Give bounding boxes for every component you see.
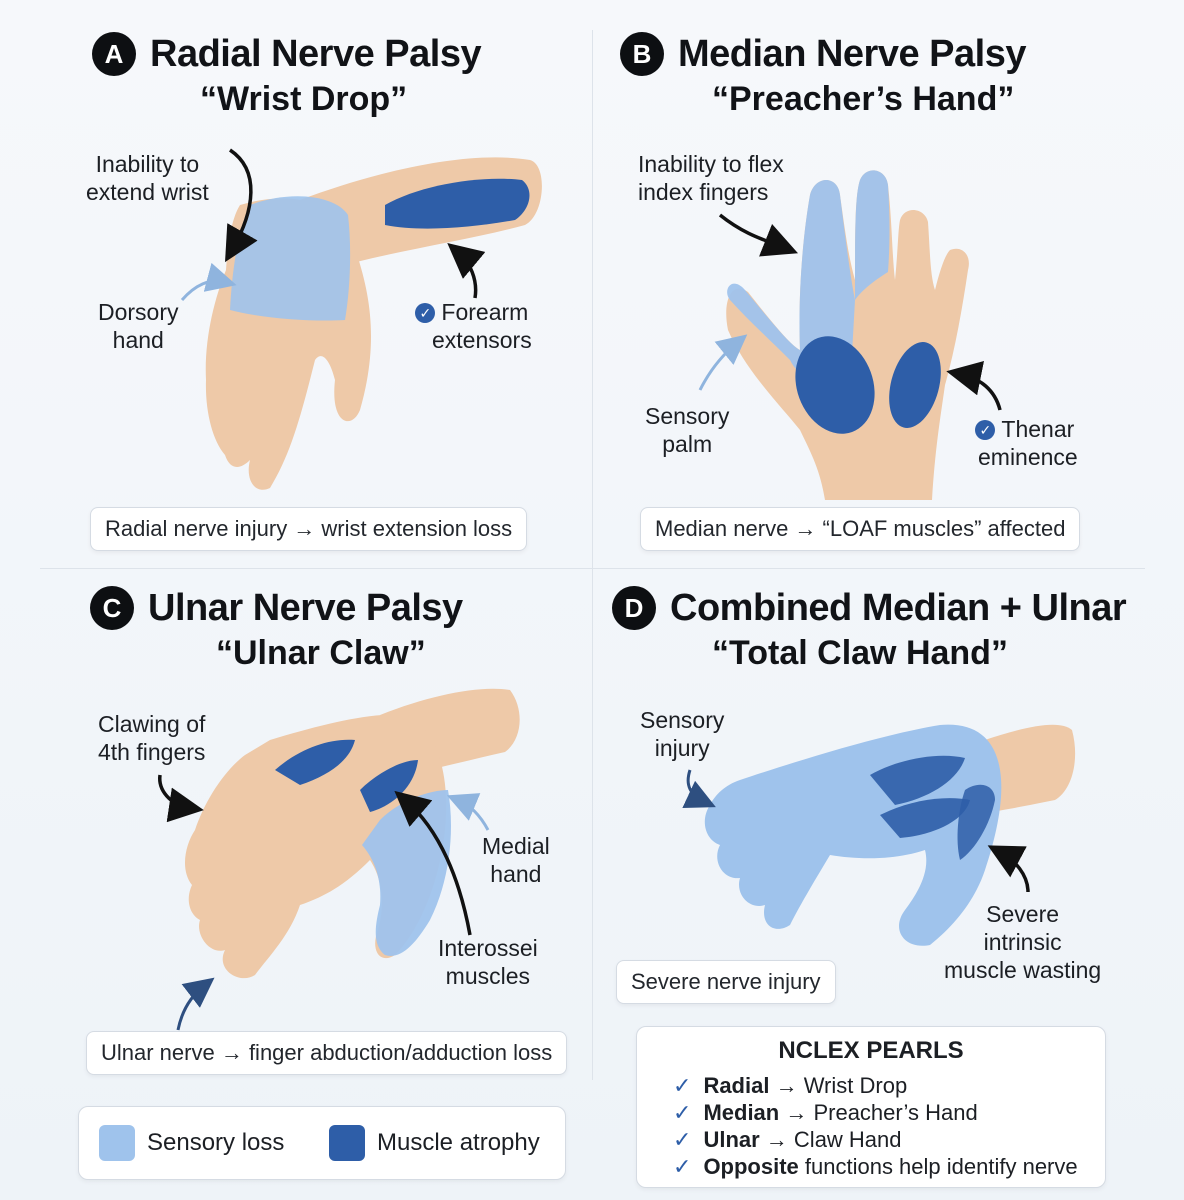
pearl-item: ✓Opposite functions help identify nerve: [673, 1154, 1078, 1179]
median-thenar-atrophy-1: [795, 336, 875, 434]
horizontal-divider: [40, 568, 1145, 569]
ulnar-medial-sensory: [362, 790, 451, 956]
check-mark-icon: ✓: [673, 1154, 692, 1179]
check-circle-icon: ✓: [415, 303, 436, 323]
panel-a-title: A Radial Nerve Palsy: [92, 32, 482, 76]
panel-d-label-sensory-injury: Sensory injury: [640, 707, 725, 761]
ulnar-hand-illustration: [158, 688, 520, 1031]
ulnar-interossei-atrophy-2: [360, 760, 418, 812]
panel-b-title: B Median Nerve Palsy: [620, 32, 1026, 76]
total-claw-atrophy-2: [880, 798, 970, 838]
check-mark-icon: ✓: [673, 1073, 692, 1098]
nclex-pearls-title: NCLEX PEARLS: [778, 1037, 964, 1064]
panel-b-label-inability: Inability to flex index fingers: [638, 151, 784, 205]
pearl-item: ✓Ulnar → Claw Hand: [673, 1127, 902, 1152]
panel-d-caption: Severe nerve injury: [616, 960, 836, 1004]
total-claw-hand-illustration: [682, 724, 1076, 946]
legend: Sensory loss Muscle atrophy: [78, 1106, 566, 1180]
panel-a-letter-badge: A: [92, 32, 136, 76]
total-claw-atrophy-3: [957, 784, 995, 860]
check-circle-icon: ✓: [975, 420, 996, 440]
pearl-item: ✓Median → Preacher’s Hand: [673, 1100, 978, 1125]
panel-a-label-dorsory: Dorsory hand: [98, 299, 179, 353]
panel-c-caption: Ulnar nerve → finger abduction/adduction…: [86, 1031, 568, 1075]
panel-c-label-interossei: Interossei muscles: [438, 935, 538, 989]
panel-c-label-medial: Medial hand: [482, 833, 550, 887]
muscle-atrophy-swatch: [329, 1125, 365, 1161]
panel-b-label-thenar: ✓Thenar eminence: [972, 415, 1078, 471]
sensory-loss-swatch: [99, 1125, 135, 1161]
panel-d-label-severe-wasting: Severe intrinsic muscle wasting: [944, 901, 1102, 983]
panel-d-title-text: Combined Median + Ulnar: [670, 586, 1127, 629]
radial-forearm-extensor-atrophy: [385, 178, 530, 229]
panel-a-label-forearm: ✓Forearm extensors: [412, 298, 532, 354]
panel-b-letter-badge: B: [620, 32, 664, 76]
muscle-atrophy-label: Muscle atrophy: [377, 1129, 540, 1156]
vertical-divider: [592, 30, 593, 1080]
panel-a-title-text: Radial Nerve Palsy: [150, 32, 482, 75]
check-mark-icon: ✓: [673, 1100, 692, 1125]
panel-c-title-text: Ulnar Nerve Palsy: [148, 586, 463, 629]
panel-b-title-text: Median Nerve Palsy: [678, 32, 1026, 75]
panel-a-label-inability: Inability to extend wrist: [86, 151, 209, 205]
panel-c-title: C Ulnar Nerve Palsy: [90, 586, 463, 630]
panel-c-label-clawing: Clawing of 4th fingers: [98, 711, 206, 765]
panel-b-label-sensory: Sensory palm: [645, 403, 730, 457]
panel-b-subtitle: “Preacher’s Hand”: [712, 80, 1015, 118]
radial-hand-illustration: [180, 148, 542, 490]
median-hand-illustration: [698, 170, 1002, 500]
pearl-item: ✓Radial → Wrist Drop: [673, 1073, 908, 1098]
total-claw-forearm: [985, 724, 1076, 812]
median-thenar-atrophy-2: [889, 342, 941, 428]
panel-a-caption: Radial nerve injury → wrist extension lo…: [90, 507, 528, 551]
radial-sensory-area: [230, 196, 351, 321]
sensory-loss-label: Sensory loss: [147, 1129, 285, 1156]
nclex-pearls-box: NCLEX PEARLS ✓Radial → Wrist Drop ✓Media…: [636, 1026, 1106, 1188]
ulnar-interossei-atrophy-1: [275, 739, 355, 785]
panel-d-subtitle: “Total Claw Hand”: [712, 634, 1008, 672]
panel-a-subtitle: “Wrist Drop”: [200, 80, 408, 118]
panel-d-letter-badge: D: [612, 586, 656, 630]
panel-d-title: D Combined Median + Ulnar: [612, 586, 1127, 630]
check-mark-icon: ✓: [673, 1127, 692, 1152]
panel-c-letter-badge: C: [90, 586, 134, 630]
panel-c-subtitle: “Ulnar Claw”: [216, 634, 426, 672]
median-sensory-middle: [855, 170, 890, 300]
panel-b-caption: Median nerve → “LOAF muscles” affected: [640, 507, 1081, 551]
total-claw-atrophy-1: [870, 755, 965, 805]
